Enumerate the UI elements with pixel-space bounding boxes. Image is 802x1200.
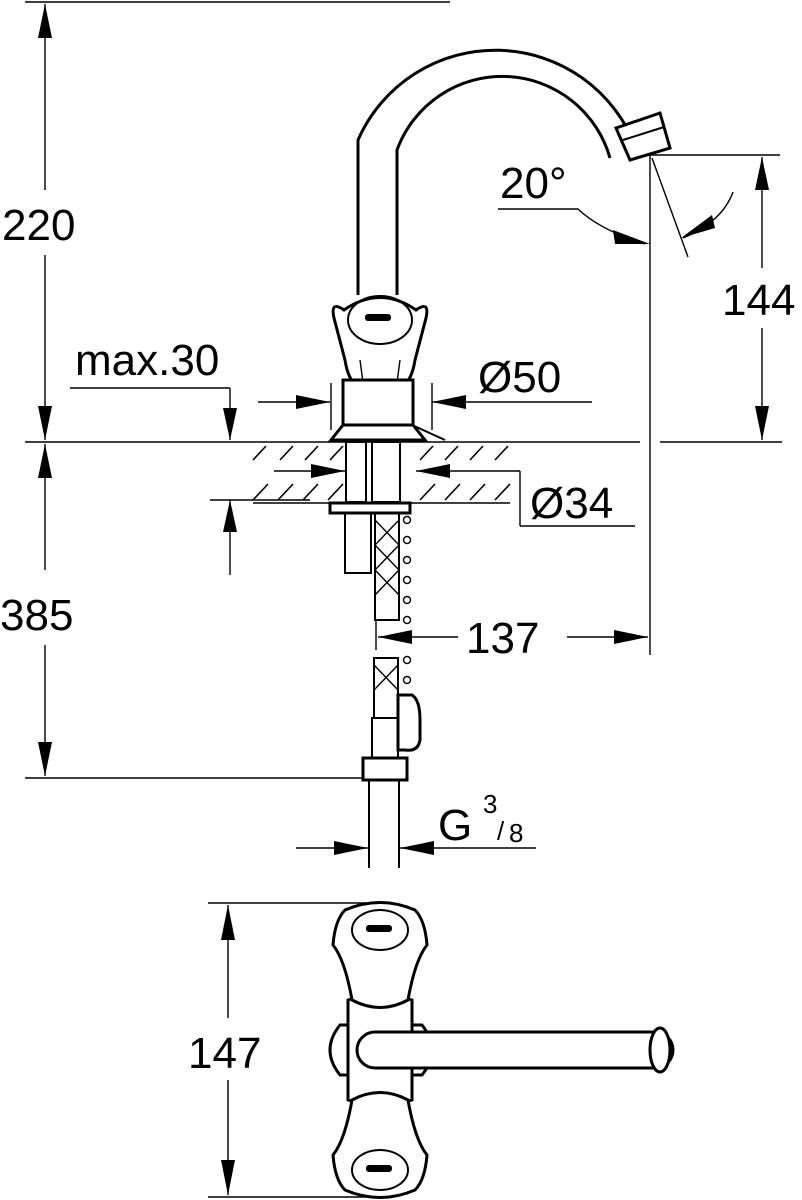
faucet-top-view — [328, 901, 675, 1199]
dim-angle-20: 20° — [498, 155, 734, 655]
spout-outer — [356, 48, 638, 295]
dim-max30: max.30 — [70, 336, 310, 575]
fitting-lower — [344, 512, 372, 574]
dim-label-20deg: 20° — [500, 159, 567, 208]
shank — [345, 441, 367, 503]
dim-label-max30: max.30 — [75, 336, 219, 385]
mounting-stud — [371, 441, 401, 503]
dim-147: 147 — [188, 902, 370, 1198]
drain-plug — [396, 693, 422, 752]
dim-label-d34: Ø34 — [530, 479, 613, 528]
dim-label-385: 385 — [0, 591, 73, 640]
chain — [402, 515, 412, 685]
braid-pattern — [373, 519, 400, 691]
dim-label-d50: Ø50 — [478, 353, 561, 402]
top-view-aerator — [648, 1026, 672, 1074]
faucet-side-view — [327, 48, 672, 868]
dim-label-thread-slash: / — [497, 816, 505, 846]
dim-385: 385 — [0, 444, 73, 776]
braided-hose-lower — [373, 657, 399, 719]
top-handle-lower — [331, 1091, 429, 1199]
dim-diameter-50: Ø50 — [258, 353, 592, 430]
top-view-spout — [355, 1030, 675, 1070]
base-flange — [327, 423, 429, 442]
deck-section — [252, 445, 511, 504]
dim-label-144: 144 — [722, 276, 795, 325]
dim-label-147: 147 — [188, 1029, 261, 1078]
dim-220: 220 — [2, 4, 75, 440]
connection-nut — [361, 756, 409, 782]
top-handle-upper — [331, 901, 429, 1009]
dim-label-thread-den: 8 — [509, 818, 523, 848]
dim-thread-g38: G 3 / 8 — [296, 789, 536, 855]
dim-label-g: G — [438, 801, 472, 850]
dim-137: 137 — [375, 614, 648, 663]
dim-144: 144 — [722, 157, 795, 440]
dim-label-220: 220 — [2, 201, 75, 250]
dim-label-thread-num: 3 — [483, 789, 497, 819]
dim-diameter-34: Ø34 — [274, 464, 635, 528]
spout-inner — [395, 74, 612, 295]
mounting-nut — [328, 501, 412, 515]
faucet-base — [341, 378, 415, 427]
hose-ferrule — [371, 717, 399, 759]
braided-hose-upper — [374, 512, 400, 621]
lift-rod — [411, 424, 446, 441]
aerator — [613, 111, 672, 162]
dim-label-137: 137 — [466, 614, 539, 663]
